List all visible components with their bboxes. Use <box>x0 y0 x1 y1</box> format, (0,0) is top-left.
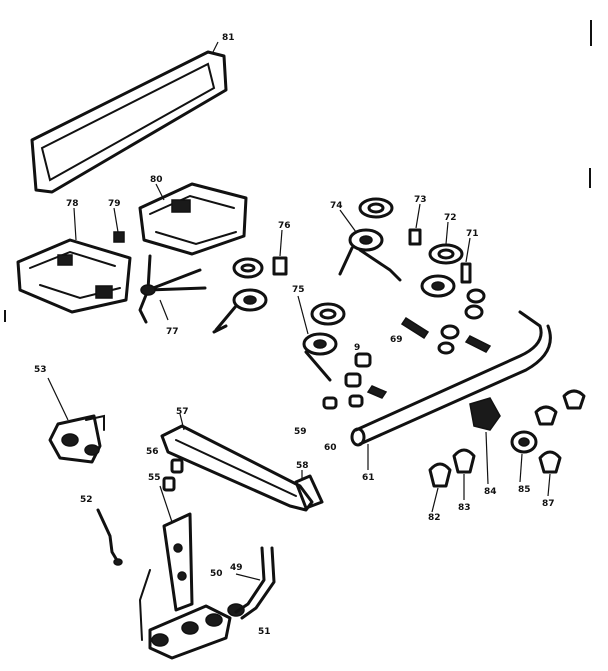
orifice-55-56 <box>162 458 184 492</box>
part-label-50: 50 <box>210 569 223 579</box>
part-label-61: 61 <box>362 473 375 483</box>
upper-knobs <box>534 389 586 426</box>
part-label-74: 74 <box>330 201 343 211</box>
part-label-83: 83 <box>458 503 471 513</box>
part-label-57: 57 <box>176 407 189 417</box>
glass-panel-81 <box>30 41 228 194</box>
burner-bracket-assembly <box>16 182 248 314</box>
gas-valve-50 <box>138 569 245 660</box>
part-label-55: 55 <box>148 473 161 483</box>
part-label-69: 69 <box>390 335 403 345</box>
knob-83 <box>452 448 476 500</box>
part-label-82: 82 <box>428 513 441 523</box>
part-label-60: 60 <box>324 443 337 453</box>
part-labels: 81 78 79 80 76 77 74 73 72 71 75 9 69 53 57 58 55 56 60 59 6… <box>34 33 555 637</box>
burner-right-74 <box>338 197 402 282</box>
manifold-pipe-61 <box>350 310 552 470</box>
part-label-84: 84 <box>484 487 497 497</box>
orifice-76 <box>272 229 288 276</box>
knob-85 <box>510 430 538 483</box>
part-label-76: 76 <box>278 221 291 231</box>
part-label-53: 53 <box>34 365 47 375</box>
burner-caps-left <box>232 257 346 326</box>
pressure-regulator-53 <box>47 377 105 464</box>
part-label-85: 85 <box>518 485 531 495</box>
part-label-80: 80 <box>150 175 163 185</box>
tip-58 <box>294 470 324 510</box>
valve-bracket-57 <box>160 413 314 512</box>
part-label-81: 81 <box>222 33 235 43</box>
part-label-77: 77 <box>166 327 179 337</box>
thermocouple-52 <box>96 508 123 566</box>
part-label-73: 73 <box>414 195 427 205</box>
page-edge-marks <box>4 20 592 322</box>
part-label-78: 78 <box>66 199 79 209</box>
burner-left-75 <box>212 288 338 382</box>
part-label-79: 79 <box>108 199 121 209</box>
part-label-51: 51 <box>258 627 271 637</box>
valve-bracket-60 <box>159 485 194 612</box>
part-label-71: 71 <box>466 229 479 239</box>
part-label-52: 52 <box>80 495 93 505</box>
burner-right-72 <box>420 221 464 298</box>
part-label-59: 59 <box>294 427 307 437</box>
part-label-75: 75 <box>292 285 305 295</box>
part-label-72: 72 <box>444 213 457 223</box>
valve-caps-9 <box>322 288 492 410</box>
gas-hose-49 <box>234 546 276 620</box>
part-label-49: 49 <box>230 563 243 573</box>
part-label-56: 56 <box>146 447 159 457</box>
part-label-87: 87 <box>542 499 555 509</box>
knob-82 <box>428 462 452 513</box>
parts-73-71 <box>408 203 472 284</box>
knob-87 <box>538 450 562 497</box>
knob-84 <box>469 397 501 485</box>
flash-tube-assembly-77 <box>138 254 207 324</box>
part-label-58: 58 <box>296 461 309 471</box>
part-label-9: 9 <box>354 343 360 353</box>
